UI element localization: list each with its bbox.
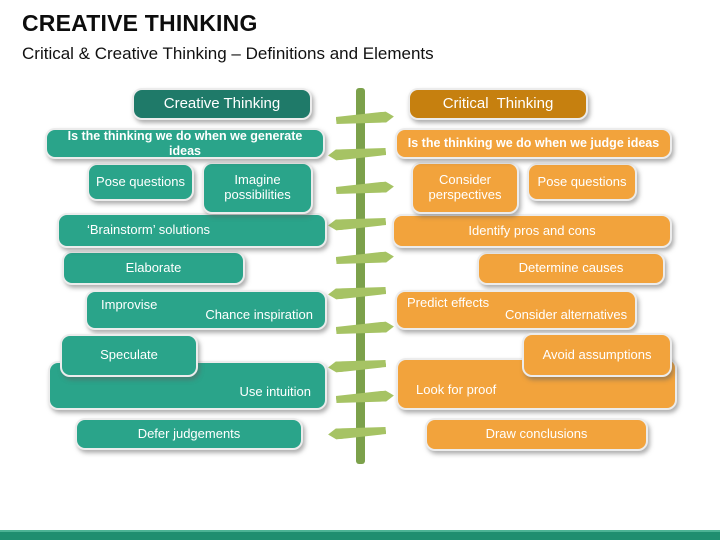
center-stem-graphic: [330, 88, 400, 464]
branch-marker-icon: [336, 390, 395, 405]
creative-item-improvise: Improvise: [101, 297, 158, 312]
critical-item-avoid-assumptions: Avoid assumptions: [522, 333, 672, 377]
creative-item-chance-inspiration: Chance inspiration: [205, 307, 313, 323]
creative-item-elaborate: Elaborate: [62, 251, 245, 285]
critical-item-consider-perspectives: Consider perspectives: [411, 162, 519, 214]
creative-item-brainstorm-solutions: ‘Brainstorm’ solutions: [57, 213, 327, 248]
footer-bar: [0, 530, 720, 540]
critical-item-draw-conclusions: Draw conclusions: [425, 418, 648, 451]
stem-bar: [356, 88, 365, 464]
branch-marker-icon: [336, 111, 395, 126]
critical-item-consider-alternatives: Consider alternatives: [505, 307, 628, 323]
branch-marker-icon: [336, 251, 395, 266]
critical-item-predict-effects-group: Predict effects Consider alternatives: [395, 290, 637, 330]
creative-item-pose-questions: Pose questions: [87, 163, 194, 201]
branch-marker-icon: [336, 321, 395, 336]
creative-thinking-header: Creative Thinking: [132, 88, 312, 120]
critical-item-identify-pros-cons: Identify pros and cons: [392, 214, 672, 248]
critical-item-pose-questions: Pose questions: [527, 163, 637, 201]
creative-item-imagine-possibilities: Imagine possibilities: [202, 162, 313, 214]
creative-definition-box: Is the thinking we do when we generate i…: [45, 128, 325, 159]
creative-item-defer-judgements: Defer judgements: [75, 418, 303, 450]
page-title: CREATIVE THINKING: [22, 10, 258, 36]
branch-marker-icon: [336, 181, 395, 196]
page-subtitle: Critical & Creative Thinking – Definitio…: [22, 44, 434, 63]
creative-item-speculate: Speculate: [60, 334, 198, 377]
critical-item-predict-effects: Predict effects: [407, 295, 490, 310]
critical-item-look-for-proof: Look for proof: [396, 358, 677, 410]
creative-item-improvise-group: Improvise Chance inspiration: [85, 290, 327, 330]
critical-thinking-header: Critical Thinking: [408, 88, 588, 120]
critical-definition-box: Is the thinking we do when we judge idea…: [395, 128, 672, 159]
critical-item-determine-causes: Determine causes: [477, 252, 665, 285]
